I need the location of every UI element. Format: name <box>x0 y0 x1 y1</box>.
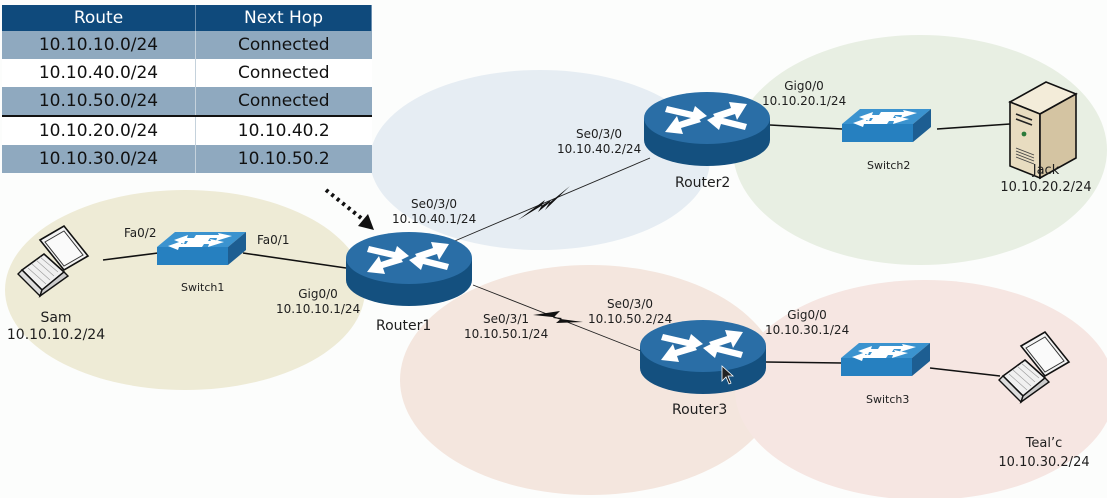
link-switch3-tealc <box>929 367 1001 377</box>
zone-wan-10-10-40 <box>370 70 710 250</box>
next-hop-cell: Connected <box>195 31 372 59</box>
router1-se031-label: Se0/3/1 10.10.50.1/24 <box>464 312 548 342</box>
sam-host-label: Sam 10.10.10.2/24 <box>6 310 106 344</box>
route-cell: 10.10.30.0/24 <box>2 145 196 173</box>
route-cell: 10.10.20.0/24 <box>2 115 196 145</box>
router1-gig00-label: Gig0/0 10.10.10.1/24 <box>276 287 360 317</box>
tealc-host-label: Teal’c 10.10.30.2/24 <box>994 434 1094 472</box>
port-ip: 10.10.40.1/24 <box>392 212 477 226</box>
router3-gig00-label: Gig0/0 10.10.30.1/24 <box>765 308 849 338</box>
router3-se030-label: Se0/3/0 10.10.50.2/24 <box>588 297 672 327</box>
route-cell: 10.10.40.0/24 <box>2 59 196 87</box>
port-name: Se0/3/1 <box>483 312 529 326</box>
next-hop-cell: Connected <box>195 87 372 116</box>
router1-label: Router1 <box>376 318 432 334</box>
host-name: Sam <box>40 310 72 326</box>
next-hop-cell: 10.10.50.2 <box>195 145 372 173</box>
link-router2-switch2 <box>769 124 843 130</box>
router2-se030-label: Se0/3/0 10.10.40.2/24 <box>557 127 641 157</box>
mouse-cursor-icon <box>721 365 735 385</box>
switch2-label: Switch2 <box>867 159 911 172</box>
route-table-pointer <box>324 188 368 224</box>
link-sam-switch1 <box>102 252 159 261</box>
switch3-icon[interactable] <box>841 343 930 376</box>
link-router1-router3 <box>472 284 647 354</box>
port-ip: 10.10.30.1/24 <box>765 323 850 337</box>
port-name: Se0/3/0 <box>607 297 653 311</box>
host-name: Teal’c <box>1025 436 1063 451</box>
table-row: 10.10.10.0/24 Connected <box>2 31 372 59</box>
column-header-next-hop: Next Hop <box>195 5 372 31</box>
serial-bolt-r1-r2 <box>518 186 570 220</box>
port-name: Gig0/0 <box>298 287 338 301</box>
route-cell: 10.10.50.0/24 <box>2 87 196 116</box>
switch1-fa01-label: Fa0/1 <box>257 233 290 247</box>
host-name: Jack <box>1032 163 1060 178</box>
table-row: 10.10.20.0/24 10.10.40.2 <box>2 115 372 145</box>
column-header-route: Route <box>2 5 196 31</box>
serial-bolt-r1-r3 <box>533 311 583 323</box>
port-name: Se0/3/0 <box>411 197 457 211</box>
route-cell: 10.10.10.0/24 <box>2 31 196 59</box>
link-router1-router2 <box>449 157 651 244</box>
router3-icon[interactable] <box>640 320 766 394</box>
router1-icon[interactable] <box>346 232 472 306</box>
link-switch1-router1 <box>242 252 347 269</box>
router1-se030-label: Se0/3/0 10.10.40.1/24 <box>392 197 476 227</box>
table-header-row: Route Next Hop <box>2 5 372 31</box>
zone-lan-10-10-20 <box>733 35 1107 265</box>
link-router3-switch3 <box>765 361 843 364</box>
port-ip: 10.10.10.1/24 <box>276 302 361 316</box>
jack-host-label: Jack 10.10.20.2/24 <box>996 162 1096 196</box>
port-name: Gig0/0 <box>787 308 827 322</box>
router2-icon[interactable] <box>644 92 770 166</box>
table-row: 10.10.50.0/24 Connected <box>2 87 372 116</box>
port-ip: 10.10.20.1/24 <box>762 94 847 108</box>
routing-table: Route Next Hop 10.10.10.0/24 Connected 1… <box>2 5 372 173</box>
router3-label: Router3 <box>672 402 728 418</box>
port-name: Se0/3/0 <box>576 127 622 141</box>
host-ip: 10.10.10.2/24 <box>6 327 106 343</box>
switch1-label: Switch1 <box>181 281 225 294</box>
switch2-icon[interactable] <box>842 109 931 142</box>
port-ip: 10.10.50.2/24 <box>588 312 673 326</box>
port-name: Gig0/0 <box>784 79 824 93</box>
host-ip: 10.10.30.2/24 <box>998 455 1090 470</box>
switch1-icon[interactable] <box>157 232 246 265</box>
link-switch2-jack <box>936 123 1011 130</box>
port-ip: 10.10.50.1/24 <box>464 327 549 341</box>
router2-label: Router2 <box>675 175 731 191</box>
next-hop-cell: Connected <box>195 59 372 87</box>
zone-lan-10-10-30 <box>735 280 1107 498</box>
host-ip: 10.10.20.2/24 <box>1000 180 1092 195</box>
switch3-label: Switch3 <box>866 393 910 406</box>
table-row: 10.10.40.0/24 Connected <box>2 59 372 87</box>
switch1-fa02-label: Fa0/2 <box>124 226 157 240</box>
table-row: 10.10.30.0/24 10.10.50.2 <box>2 145 372 173</box>
zone-lan-10-10-10 <box>5 190 365 390</box>
port-ip: 10.10.40.2/24 <box>557 142 642 156</box>
router2-gig00-label: Gig0/0 10.10.20.1/24 <box>762 79 846 109</box>
next-hop-cell: 10.10.40.2 <box>195 115 372 145</box>
arrowhead-icon <box>358 214 374 230</box>
